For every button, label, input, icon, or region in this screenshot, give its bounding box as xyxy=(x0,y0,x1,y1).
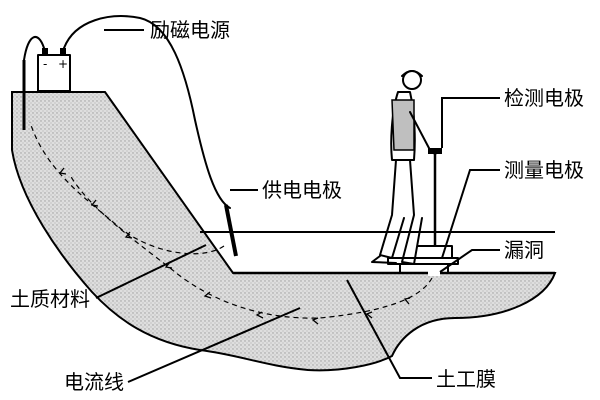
leader-leak-hole xyxy=(439,249,500,273)
label-detection-electrode: 检测电极 xyxy=(504,86,584,110)
current-line-curve xyxy=(29,121,225,255)
soil-body xyxy=(11,91,557,372)
label-geomembrane: 土工膜 xyxy=(436,367,496,391)
label-measuring-electrode: 测量电极 xyxy=(504,158,584,182)
current-direction-chevrons xyxy=(58,167,411,325)
leader-measuring-electrode xyxy=(441,169,500,259)
leak-hole-gap xyxy=(428,270,440,276)
leader-detection-electrode xyxy=(441,97,500,148)
battery-negative-sign: - xyxy=(43,57,47,71)
leader-geomembrane xyxy=(346,279,432,379)
measuring-electrode-sled xyxy=(387,245,459,272)
detection-electrode-pole xyxy=(428,148,442,245)
battery-wire-negative xyxy=(23,36,45,61)
current-line-curve-2 xyxy=(69,174,433,319)
supply-electrode-rod xyxy=(224,204,238,257)
power-source-battery: - + xyxy=(37,48,71,92)
label-current-lines: 电流线 xyxy=(64,370,124,394)
surveyor-figure xyxy=(371,70,431,265)
battery-positive-sign: + xyxy=(58,57,68,71)
leader-soil-material xyxy=(95,244,207,299)
battery-wire-positive xyxy=(63,15,231,209)
label-soil-material: 土质材料 xyxy=(10,287,90,311)
label-leak-hole: 漏洞 xyxy=(504,238,544,262)
label-power-source: 励磁电源 xyxy=(150,18,230,42)
leader-current-lines xyxy=(127,307,301,383)
label-supply-electrode: 供电电极 xyxy=(262,178,342,202)
